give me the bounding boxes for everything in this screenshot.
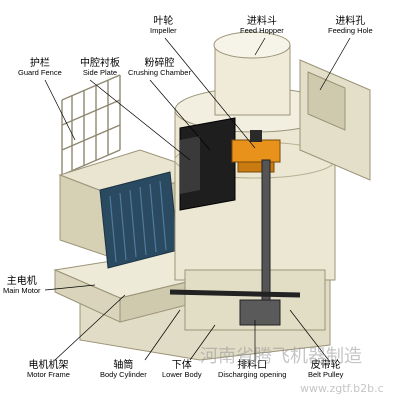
label-crushing-chamber-en: Crushing Chamber: [128, 68, 191, 77]
label-main-motor: 主电机 Main Motor: [3, 276, 41, 295]
label-feed-hopper-en: Feed Hopper: [240, 26, 284, 35]
label-belt-pulley-cn: 皮带轮: [310, 360, 341, 371]
side-plate: [180, 136, 200, 194]
label-feeding-hole-cn: 进料孔: [335, 16, 366, 27]
label-motor-frame-cn: 电机机架: [28, 360, 69, 371]
label-impeller-en: Impeller: [150, 26, 177, 35]
guard-fence: [61, 74, 121, 176]
label-belt-pulley: 皮带轮 Belt Pulley: [308, 360, 343, 379]
label-lower-body: 下体 Lower Body: [162, 360, 202, 379]
label-guard-fence: 护栏 Guard Fence: [18, 58, 62, 77]
label-feeding-hole: 进料孔 Feeding Hole: [328, 16, 373, 35]
feeding-hole-opening: [307, 71, 346, 131]
drive-belt: [169, 289, 301, 298]
label-main-motor-cn: 主电机: [6, 276, 37, 287]
impeller: [231, 130, 281, 173]
label-body-cylinder-cn: 轴筒: [113, 360, 134, 371]
label-lower-body-cn: 下体: [171, 360, 192, 371]
label-guard-fence-cn: 护栏: [29, 58, 50, 69]
label-body-cylinder: 轴筒 Body Cylinder: [100, 360, 147, 379]
label-guard-fence-en: Guard Fence: [18, 68, 62, 77]
label-belt-pulley-en: Belt Pulley: [308, 370, 344, 379]
label-crushing-chamber: 粉碎腔 Crushing Chamber: [128, 58, 191, 77]
label-feed-hopper-cn: 进料斗: [246, 16, 277, 27]
label-lower-body-en: Lower Body: [162, 370, 202, 379]
watermark-url: www.zgtf.b2b.c: [300, 382, 384, 395]
label-discharging-opening-en: Discharging opening: [218, 370, 287, 379]
label-impeller: 叶轮 Impeller: [150, 16, 177, 35]
label-body-cylinder-en: Body Cylinder: [100, 370, 147, 379]
motor-frame-front: [54, 269, 121, 323]
label-feeding-hole-en: Feeding Hole: [328, 26, 373, 35]
label-side-plate-cn: 中腔衬板: [80, 58, 120, 69]
label-discharging-opening: 排料口 Discharging opening: [218, 360, 286, 379]
label-motor-frame: 电机机架 Motor Frame: [27, 360, 70, 379]
feed-hopper-top: [213, 31, 291, 59]
label-side-plate-en: Side Plate: [82, 68, 118, 77]
watermark-company: 河南省腾飞机器制造: [200, 346, 362, 367]
label-impeller-cn: 叶轮: [153, 16, 174, 27]
label-discharging-opening-cn: 排料口: [237, 360, 268, 371]
label-crushing-chamber-cn: 粉碎腔: [144, 58, 175, 69]
label-feed-hopper: 进料斗 Feed Hopper: [240, 16, 284, 35]
leader-lines: [44, 37, 351, 363]
discharging-opening: [239, 299, 281, 326]
main-motor: [99, 171, 179, 269]
label-main-motor-en: Main Motor: [3, 286, 41, 295]
label-side-plate: 中腔衬板 Side Plate: [80, 58, 120, 77]
label-motor-frame-en: Motor Frame: [27, 370, 70, 379]
